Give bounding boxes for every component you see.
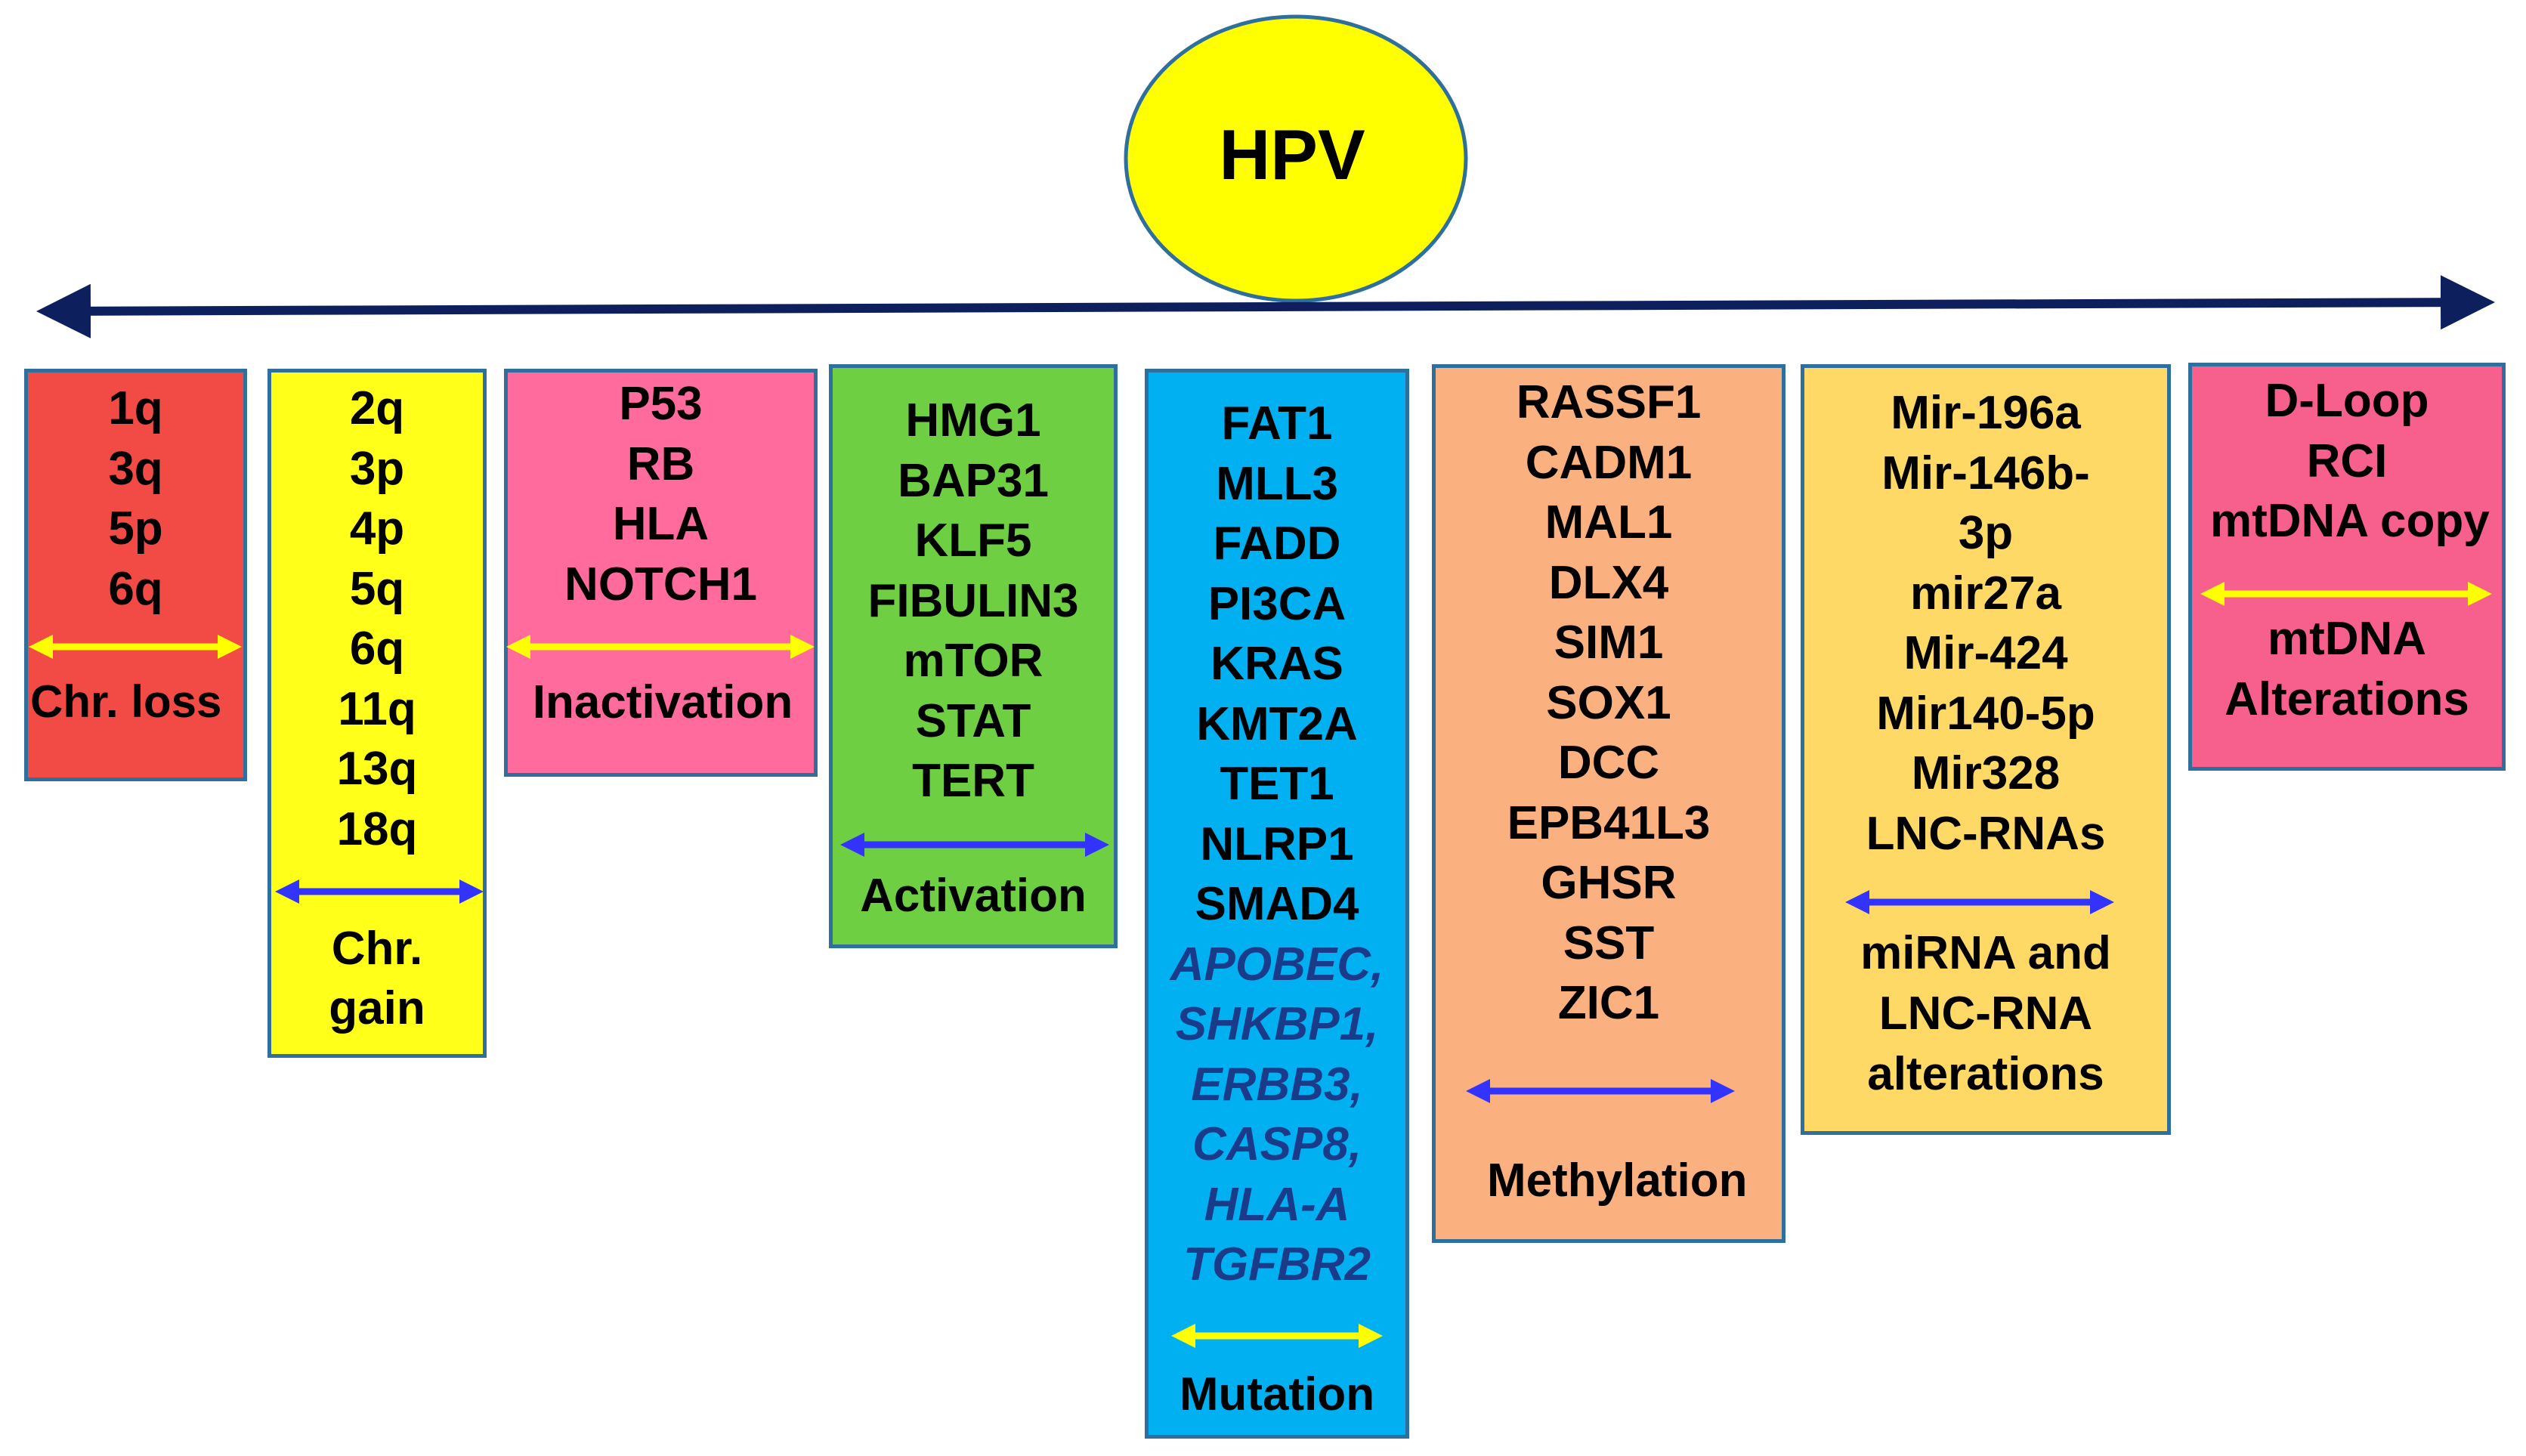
methylation-box: RASSF1 CADM1 MAL1 DLX4 SIM1 SOX1 DCC EPB… <box>1432 364 1786 1243</box>
gene-label: 11q <box>338 682 416 735</box>
gene-label: RASSF1 <box>1516 376 1702 428</box>
mirna-box: Mir-196a Mir-146b- 3p mir27a Mir-424 Mir… <box>1801 364 2171 1135</box>
chr-gain-box: 2q 3p 4p 5q 6q 11q 13q 18q <box>267 369 487 1058</box>
gene-label: LNC-RNAs <box>1866 807 2106 860</box>
gene-label: HMG1 <box>905 394 1041 447</box>
gene-label: NOTCH1 <box>564 558 757 611</box>
gene-label: RB <box>626 437 695 490</box>
gene-label: 2q <box>349 382 405 434</box>
mutation-arrow <box>1171 1324 1383 1348</box>
gene-label: SST <box>1563 917 1655 969</box>
hpv-label: HPV <box>1219 115 1365 194</box>
gene-label-italic: ERBB3, <box>1191 1058 1363 1111</box>
gene-label: TERT <box>912 755 1034 807</box>
methylation-category: Methylation <box>1487 1155 1748 1207</box>
gene-label: 6q <box>349 623 405 675</box>
gene-label: 3p <box>1958 507 2014 559</box>
mtdna-box: D-Loop RCI mtDNA copy <box>2188 363 2506 771</box>
gene-label: MLL3 <box>1216 457 1338 510</box>
gene-label: Mir-424 <box>1903 627 2068 679</box>
gene-label: MAL1 <box>1544 496 1673 549</box>
gene-label: P53 <box>619 378 703 430</box>
gene-label: D-Loop <box>2265 375 2429 427</box>
gene-label: RCI <box>2306 434 2388 487</box>
gene-label: STAT <box>915 694 1031 747</box>
gene-label: GHSR <box>1541 857 1677 909</box>
gene-label: 13q <box>336 743 418 795</box>
gene-label: Mir328 <box>1911 747 2061 799</box>
gene-label-italic: APOBEC, <box>1170 938 1384 991</box>
gene-label: BAP31 <box>898 454 1049 507</box>
gene-label: 3p <box>349 442 405 495</box>
gene-label-italic: TGFBR2 <box>1183 1238 1371 1291</box>
gene-label: KLF5 <box>914 515 1032 567</box>
gene-label: 5p <box>108 502 163 555</box>
gene-label: KMT2A <box>1196 697 1358 750</box>
gene-label: EPB41L3 <box>1507 796 1711 849</box>
main-axis-arrow <box>36 275 2495 338</box>
gene-label: mTOR <box>903 635 1043 687</box>
gene-label: DCC <box>1557 737 1660 789</box>
gene-label: SMAD4 <box>1195 878 1359 930</box>
gene-label-italic: CASP8, <box>1192 1118 1362 1170</box>
mutation-category: Mutation <box>1179 1368 1375 1420</box>
gene-label: TET1 <box>1220 758 1334 810</box>
gene-label: 6q <box>108 562 163 615</box>
chr-loss-category: Chr. loss <box>30 676 222 727</box>
gene-label: SIM1 <box>1554 617 1664 669</box>
gene-label: 3q <box>108 442 163 495</box>
chr-loss-box: 1q 3q 5p 6q <box>24 369 247 781</box>
gene-label: DLX4 <box>1548 556 1669 609</box>
gene-label: ZIC1 <box>1557 977 1660 1029</box>
gene-label: Mir-196a <box>1891 387 2081 439</box>
gene-label: 1q <box>108 382 163 434</box>
gene-label: KRAS <box>1210 638 1343 690</box>
gene-label: PI3CA <box>1207 577 1346 630</box>
gene-label: mir27a <box>1910 567 2061 620</box>
chr-gain-arrow <box>275 879 484 904</box>
mutation-box: FAT1 MLL3 FADD PI3CA KRAS KMT2A TET1 NLR… <box>1145 369 1409 1439</box>
inactivation-box: P53 RB HLA NOTCH1 <box>504 369 818 777</box>
gene-label: FAT1 <box>1221 397 1333 450</box>
mirna-category: miRNA and LNC-RNA alterations <box>1860 927 2111 1100</box>
gene-label: 4p <box>349 502 405 555</box>
gene-label: Mir-146b- <box>1881 447 2090 499</box>
mtdna-category: mtDNA Alterations <box>2225 613 2469 725</box>
mtdna-arrow <box>2200 582 2492 606</box>
chr-loss-arrow <box>29 635 242 659</box>
gene-label: SOX1 <box>1546 676 1671 729</box>
inactivation-arrow <box>506 635 815 659</box>
methylation-arrow <box>1466 1079 1735 1103</box>
gene-label: FIBULIN3 <box>867 574 1079 627</box>
activation-box: HMG1 BAP31 KLF5 FIBULIN3 mTOR STAT TERT <box>829 364 1118 948</box>
inactivation-category: Inactivation <box>532 676 793 728</box>
gene-label: CADM1 <box>1525 436 1693 489</box>
activation-arrow <box>840 833 1109 857</box>
gene-label-italic: HLA-A <box>1204 1178 1350 1231</box>
gene-label: HLA <box>612 498 710 550</box>
gene-label: 18q <box>336 802 418 855</box>
gene-label: NLRP1 <box>1200 818 1354 870</box>
gene-label-italic: SHKBP1, <box>1175 998 1379 1050</box>
gene-label: mtDNA copy <box>2210 495 2490 547</box>
activation-category: Activation <box>860 870 1087 922</box>
mirna-arrow <box>1845 890 2114 914</box>
gene-label: FADD <box>1213 518 1341 570</box>
chr-gain-category: Chr. gain <box>329 923 425 1034</box>
gene-label: 5q <box>349 562 405 615</box>
gene-label: Mir140-5p <box>1876 687 2095 740</box>
